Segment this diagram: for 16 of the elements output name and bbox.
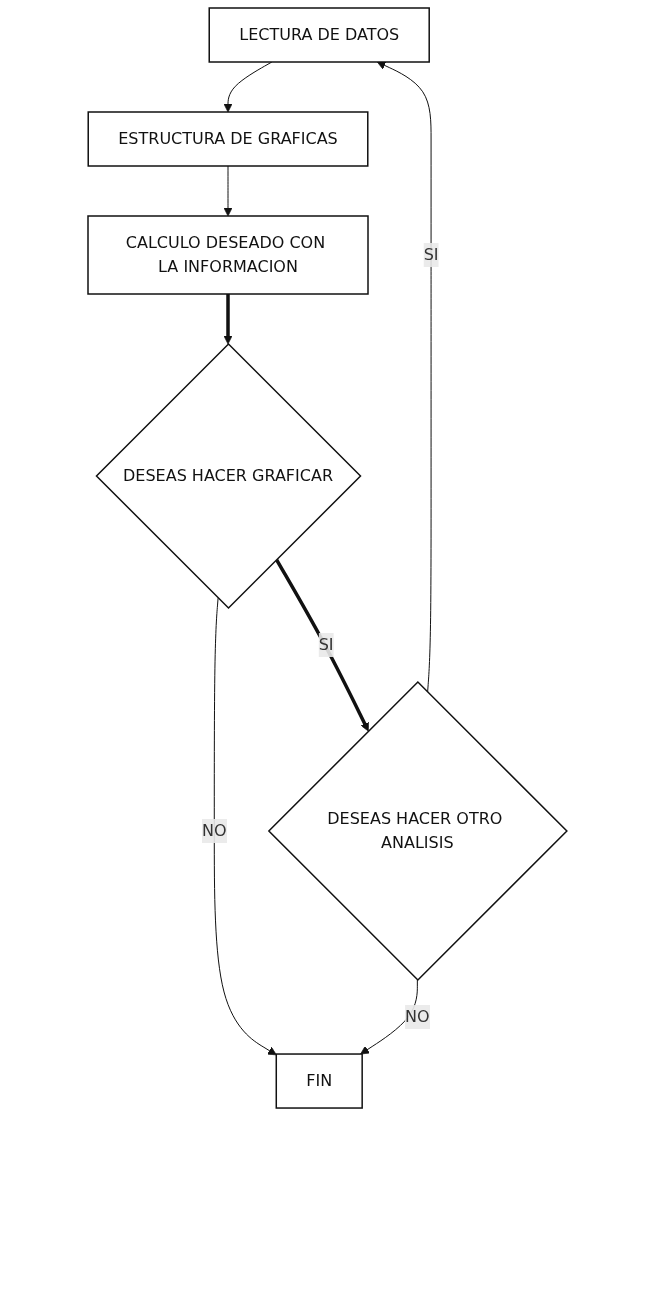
node-box: LECTURA DE DATOS (208, 7, 430, 63)
arrow (223, 294, 232, 345)
arrow (223, 61, 272, 113)
arrow (223, 165, 232, 217)
arrow (274, 558, 369, 732)
node-box: FIN (275, 1053, 363, 1109)
edge-label: NO (201, 821, 227, 841)
arrow (376, 61, 432, 693)
node-diamond: DESEAS HACER GRAFICAR (95, 342, 362, 610)
node-box: ESTRUCTURA DE GRAFICAS (87, 111, 369, 167)
node-diamond: DESEAS HACER OTRO ANALISIS (267, 680, 568, 982)
edge-label: SI (318, 635, 334, 655)
node-box: CALCULO DESEADO CON LA INFORMACION (86, 215, 369, 295)
arrow (213, 597, 277, 1056)
edge-label: NO (404, 1007, 430, 1027)
edge-label: SI (423, 245, 439, 264)
